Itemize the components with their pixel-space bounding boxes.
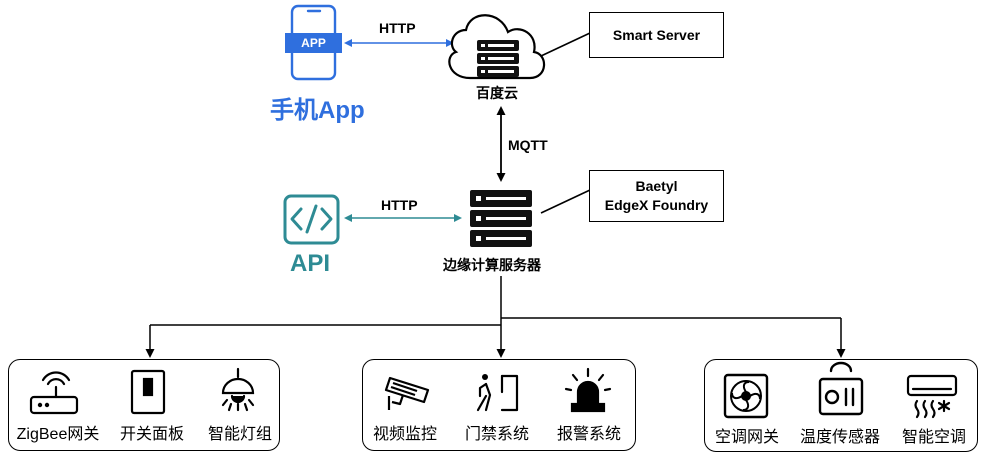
edge-callout: Baetyl EdgeX Foundry [589, 170, 724, 222]
mqtt-protocol: MQTT [508, 137, 548, 153]
cloud-callout: Smart Server [589, 12, 724, 58]
device-label: 视频监控 [372, 426, 438, 443]
api-label: API [290, 250, 331, 277]
edge-callout-leader [540, 189, 591, 214]
api-edge-protocol: HTTP [381, 197, 418, 213]
device-label: 空调网关 [714, 429, 780, 446]
device-label: 开关面板 [119, 426, 185, 443]
cloud-callout-text: Smart Server [612, 26, 701, 43]
edge-label: 边缘计算服务器 [443, 257, 541, 273]
cloud-callout-leader [540, 32, 591, 57]
app-cloud-protocol: HTTP [379, 20, 416, 36]
device-label: 智能空调 [901, 429, 967, 446]
edge-callout-line-2: EdgeX Foundry [604, 197, 709, 213]
app-label: 手机App [270, 97, 365, 124]
device-label: 报警系统 [556, 426, 622, 443]
device-label: ZigBee网关 [16, 426, 100, 443]
device-label: 智能灯组 [207, 426, 273, 443]
edge-callout-line-1: Baetyl [635, 178, 678, 194]
device-label: 温度传感器 [799, 429, 881, 446]
device-label: 门禁系统 [464, 426, 530, 443]
cloud-label: 百度云 [476, 85, 518, 101]
app-badge: APP [301, 36, 326, 50]
